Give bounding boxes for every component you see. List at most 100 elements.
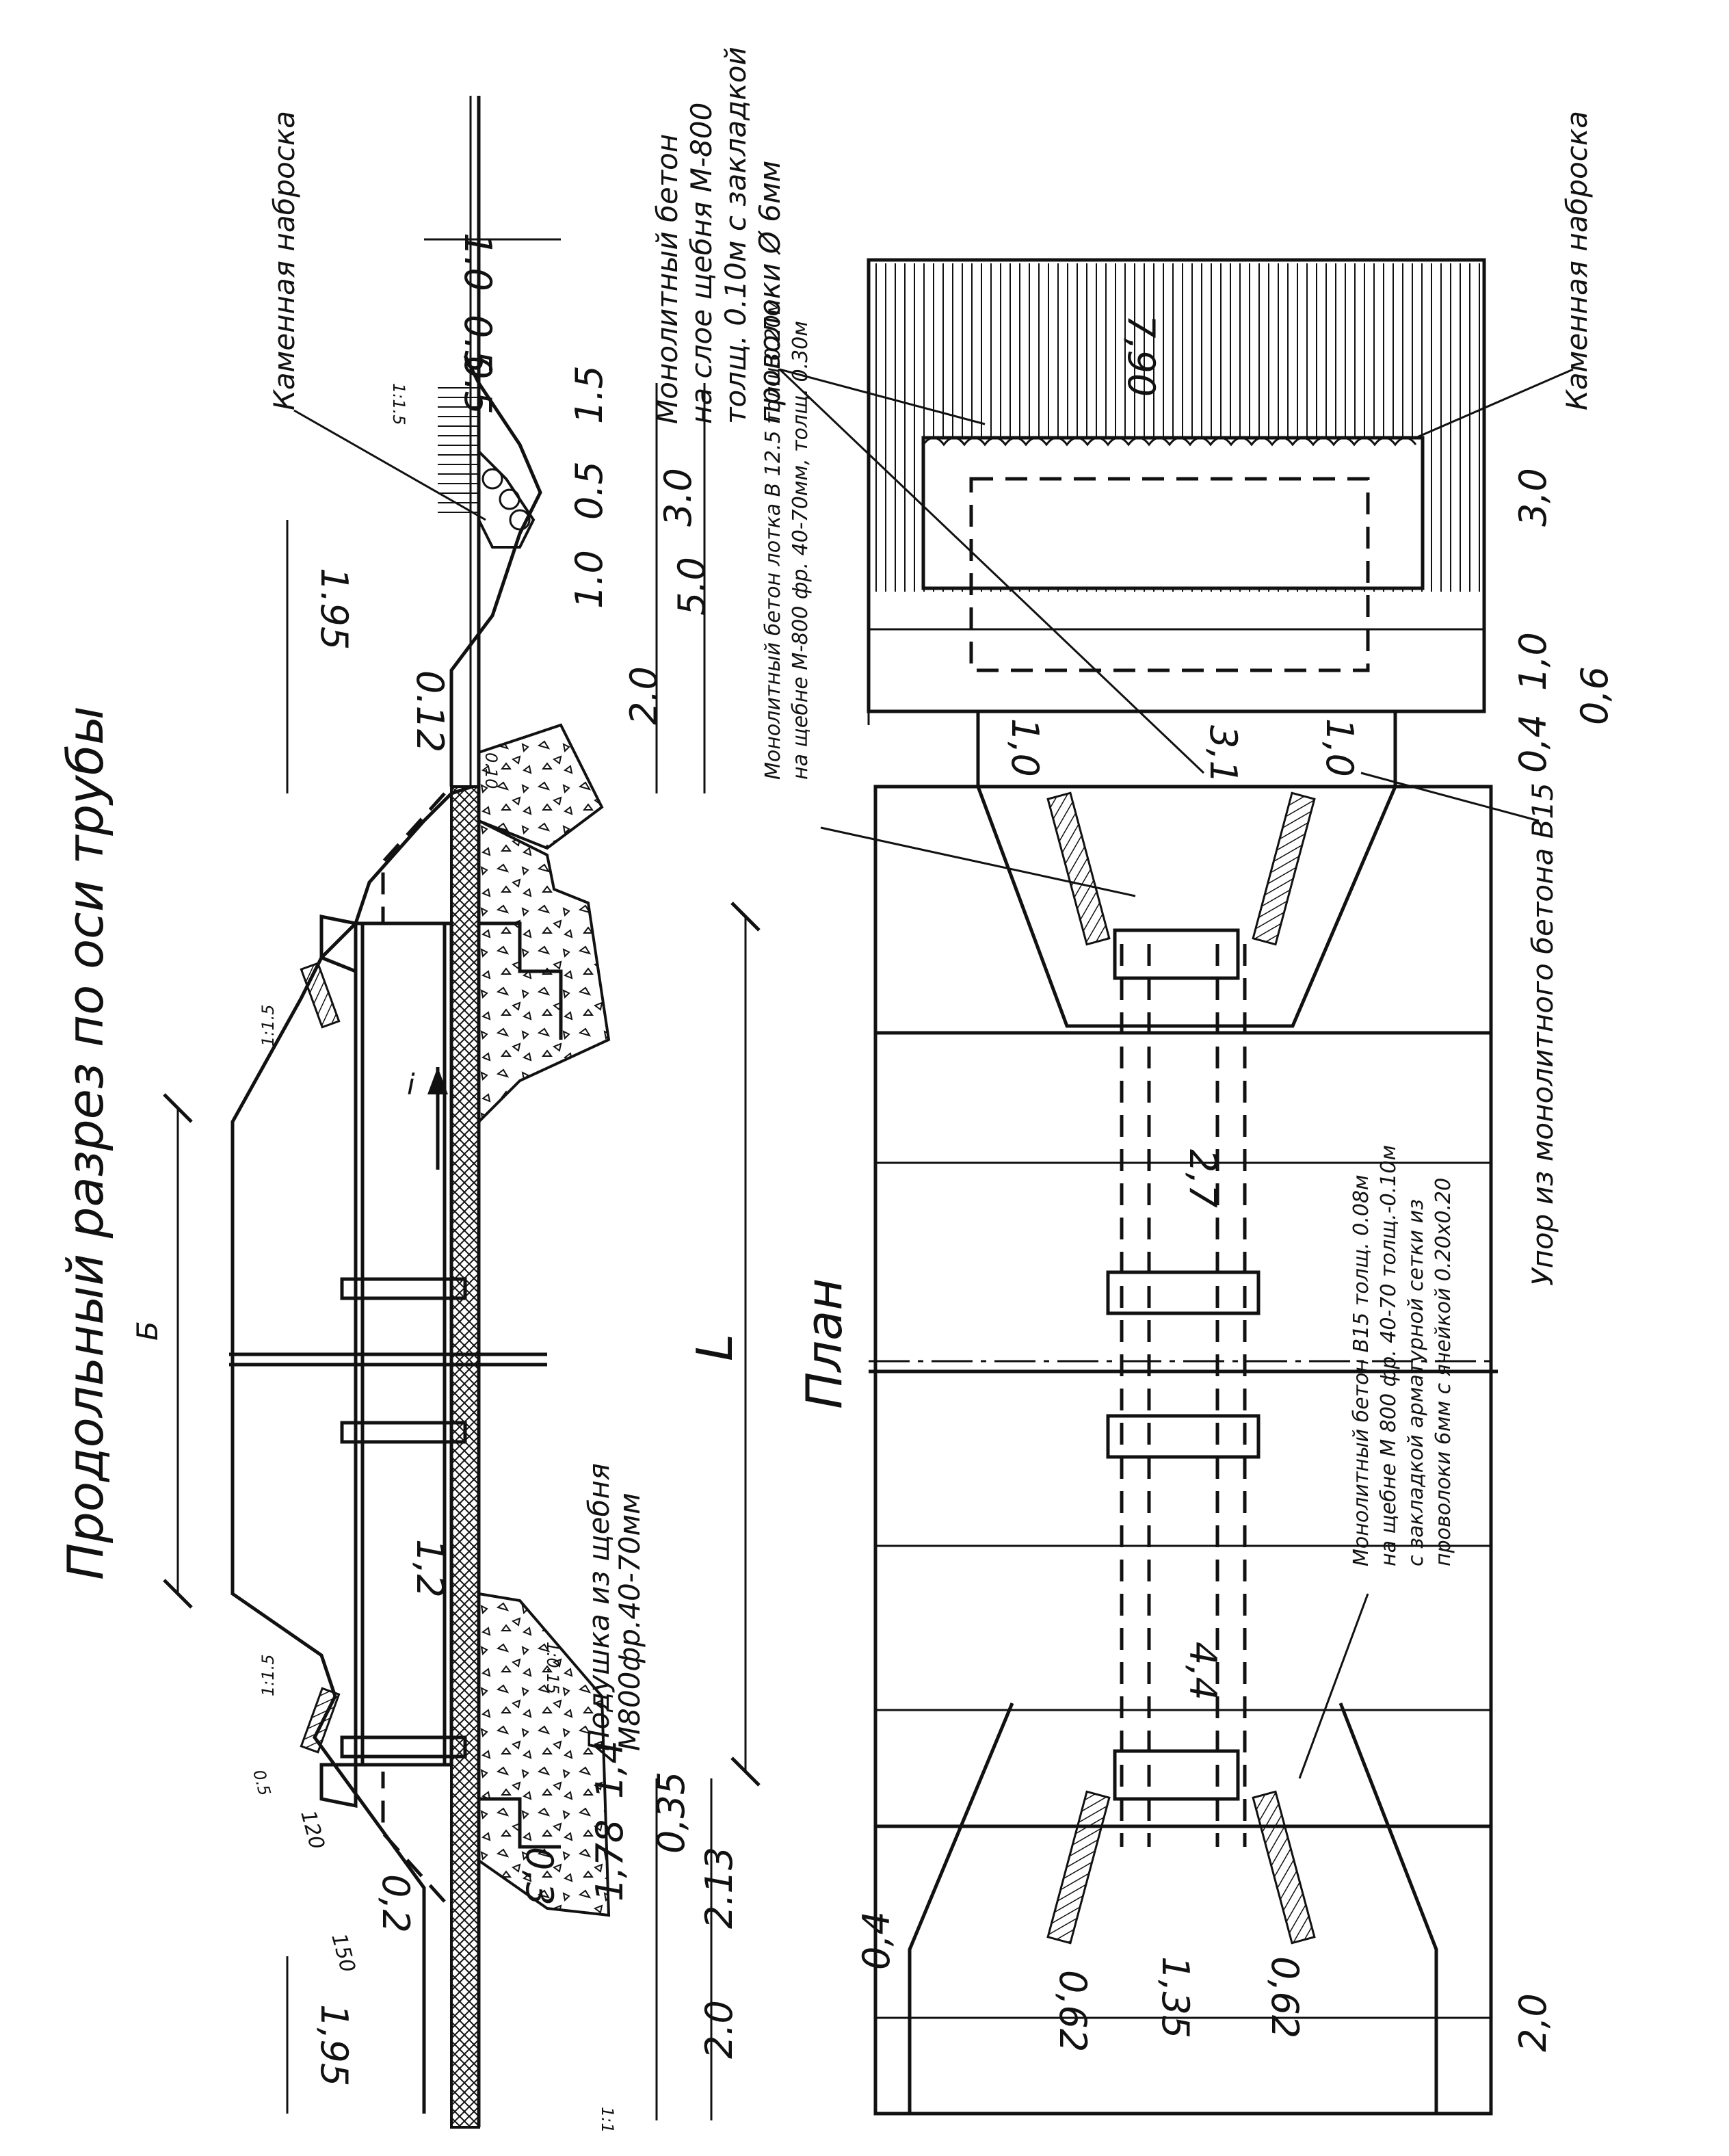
svg-text:1:1.5: 1:1.5 [389, 383, 408, 425]
svg-text:0,2: 0,2 [374, 1874, 417, 1933]
plan-dim-135: 1,35 [1154, 1956, 1197, 2038]
svg-text:План: План [795, 1278, 853, 1409]
plan-dim-06: 0,6 [1573, 666, 1616, 725]
stone-border [922, 436, 1417, 447]
outlet-dashed-box [969, 477, 1370, 672]
svg-text:1,2: 1,2 [408, 1539, 451, 1598]
mono-note-1: Монолитный бетон В15 толщ. 0.08м [1349, 1174, 1373, 1566]
plan-dim-44: 4,4 [1181, 1642, 1224, 1700]
leader-stone-top [293, 409, 486, 521]
svg-text:0.5: 0.5 [456, 356, 499, 415]
pad-label-2: М800фр.40-70мм [613, 1493, 646, 1751]
dim-12: 1,2 [408, 1539, 451, 1598]
dim-20-top: 2.0 [622, 666, 665, 725]
dim-03: 0,3 [518, 1847, 561, 1906]
outlet-transition [976, 711, 1397, 1028]
stone-fill-label: Каменная наброска [267, 111, 301, 410]
svg-text:1,0: 1,0 [1003, 718, 1046, 777]
plan-view: 7,90 3,0 1,0 0,4 0,6 3,1 1,0 1,0 2,7 4,4… [761, 111, 1616, 2116]
dim-05c: 0.5 [568, 461, 611, 520]
plan-dim-10a: 1,0 [1003, 718, 1046, 777]
svg-text:Б: Б [131, 1321, 164, 1341]
svg-text:1,4: 1,4 [588, 1740, 631, 1799]
svg-text:Продольный разрез по оси трубы: Продольный разрез по оси трубы [57, 706, 114, 1580]
plan-dim-30: 3,0 [1512, 468, 1555, 527]
plan-dim-27: 2,7 [1181, 1149, 1224, 1208]
svg-text:0.5: 0.5 [456, 315, 499, 373]
plan-dim-062b: 0,62 [1263, 1956, 1306, 2038]
dim-15: 1.5 [568, 365, 611, 424]
svg-text:1:1.5: 1:1.5 [259, 1004, 278, 1047]
wing-wall-4 [1252, 1790, 1316, 1945]
svg-text:1:1.5: 1:1.5 [259, 1654, 278, 1696]
label-l: L [686, 1334, 743, 1361]
dim-05a-top: 0.5 [456, 315, 499, 373]
leader-3 [820, 826, 1136, 897]
plan-dim-04a: 0,4 [1512, 714, 1555, 773]
stone-2 [499, 488, 520, 510]
svg-text:1.5: 1.5 [568, 365, 611, 424]
stone-1 [481, 468, 503, 490]
dim-150: 150 [326, 1931, 360, 1975]
svg-text:Каменная наброска: Каменная наброска [1560, 111, 1594, 410]
svg-text:1:0.15: 1:0.15 [543, 1642, 562, 1694]
gravel-pad-outlet [477, 723, 604, 850]
label-b: Б [131, 1321, 164, 1341]
svg-text:0,4: 0,4 [1512, 714, 1555, 773]
svg-text:3.0: 3.0 [657, 468, 700, 527]
plan-dim-31: 3,1 [1202, 725, 1245, 784]
dim-l [730, 902, 761, 1787]
svg-text:1,95: 1,95 [313, 2004, 356, 2086]
wing-wall-2 [1252, 791, 1316, 946]
svg-text:0,6: 0,6 [1573, 666, 1616, 725]
dim-30: 3.0 [657, 468, 700, 527]
pad-label-1: Подушка из щебня [582, 1463, 616, 1751]
section-title: Продольный разрез по оси трубы [57, 706, 114, 1580]
dim-02: 0,2 [374, 1874, 417, 1933]
dim-178: 1,78 [588, 1819, 631, 1902]
slope-11: 1:1 [598, 2107, 617, 2133]
plan-dim-10b: 1,0 [1318, 718, 1361, 777]
svg-text:1.0: 1.0 [568, 550, 611, 609]
svg-text:120: 120 [295, 1808, 329, 1852]
svg-text:Упор из монолитного бетона В15: Упор из монолитного бетона В15 [1526, 783, 1559, 1286]
parapet-hatch-left [300, 1687, 341, 1754]
svg-text:0,62: 0,62 [1051, 1970, 1094, 2052]
leader-1 [779, 368, 986, 425]
longitudinal-section: i Б L 1.95 1.0 0.5 0.5 1:1.5 1.5 3 [131, 96, 761, 2133]
stone-3 [509, 509, 531, 531]
dim-120: 120 [295, 1808, 329, 1852]
wing-wall-1 [1046, 791, 1111, 946]
svg-text:5.0: 5.0 [670, 557, 713, 616]
svg-text:2,7: 2,7 [1181, 1149, 1224, 1208]
dim-10b: 1.0 [568, 550, 611, 609]
pipe-joint-2 [340, 1421, 467, 1444]
svg-text:7,90: 7,90 [1120, 315, 1163, 397]
plan-joint-1 [1106, 1270, 1261, 1315]
svg-text:150: 150 [326, 1931, 360, 1975]
stop-note: Упор из монолитного бетона В15 [1526, 783, 1559, 1286]
headwall-left [319, 1763, 358, 1809]
plan-dim-10: 1,0 [1512, 632, 1555, 691]
stone-fill-ditch [477, 448, 536, 549]
leader-6 [1298, 1593, 1369, 1779]
plan-apron-left [873, 1824, 1493, 2116]
tray-note-1: Монолитный бетон лотка В 12.5 толщ.0.20м [761, 300, 785, 780]
flow-arrow: i [407, 1067, 448, 1170]
svg-text:1,0: 1,0 [1318, 718, 1361, 777]
svg-text:0,3: 0,3 [518, 1847, 561, 1906]
plan-apron-right [873, 785, 1493, 1035]
slope-1015: 1:0.15 [543, 1642, 562, 1694]
foundation-crosshatch [450, 785, 480, 2129]
svg-text:1.0: 1.0 [456, 233, 499, 291]
svg-text:1,35: 1,35 [1154, 1956, 1197, 2038]
dim-14: 1,4 [588, 1740, 631, 1799]
gravel-pad-left [477, 1592, 611, 1917]
svg-text:3,0: 3,0 [1512, 468, 1555, 527]
svg-text:на слое щебня М-800: на слое щебня М-800 [685, 103, 718, 424]
headwall-right [319, 914, 358, 974]
dim-195-bot: 1,95 [313, 2004, 356, 2086]
svg-text:2,0: 2,0 [1512, 1993, 1555, 2052]
dim-012: 0.12 [408, 670, 451, 752]
svg-text:i: i [407, 1068, 415, 1101]
